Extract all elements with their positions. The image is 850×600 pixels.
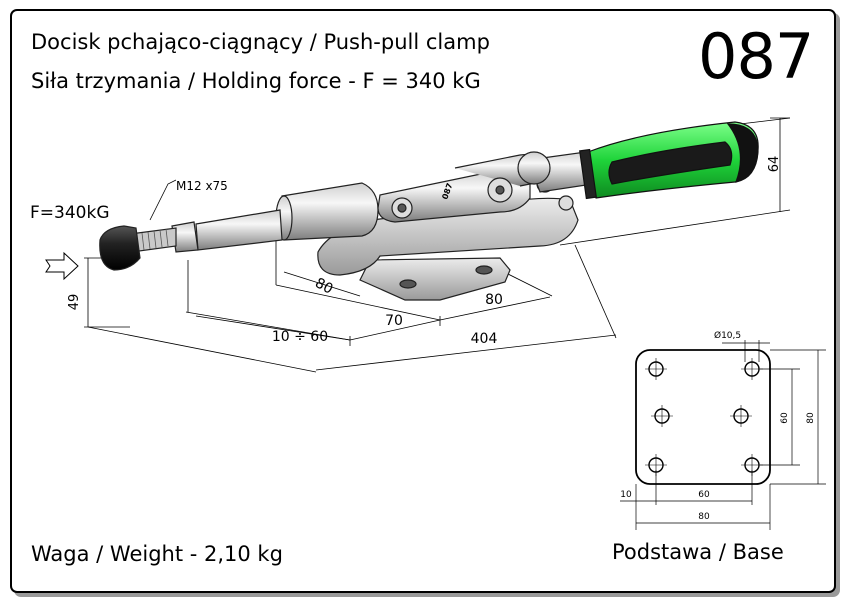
plunger-assembly: [99, 182, 379, 271]
dim-outer-horizontal: 80: [698, 512, 710, 522]
weight-text: Waga / Weight - 2,10 kg: [31, 542, 283, 566]
model-number: 087: [698, 20, 814, 93]
dim-outer-vertical: 80: [806, 412, 816, 424]
base-plate-detail: Ø10,5 60 80 10 60 80: [620, 330, 826, 530]
dim-base-offset: 80: [312, 275, 335, 297]
dim-handle-height: 64: [767, 156, 782, 173]
force-label: F=340kG: [30, 203, 110, 223]
handle-grip: [579, 121, 759, 200]
clamp-dimension-lines: [84, 117, 791, 373]
sheet-frame: [10, 9, 836, 593]
force-arrow-icon: [45, 251, 79, 281]
dim-base-length: 80: [485, 292, 503, 308]
dim-stroke-range: 10 ÷ 60: [272, 329, 328, 345]
dim-stroke-offset: 70: [385, 313, 403, 329]
dim-total-length: 404: [471, 331, 498, 347]
dim-edge: 10: [620, 490, 632, 500]
product-title: Docisk pchająco-ciągnący / Push-pull cla…: [31, 30, 490, 54]
dim-inner-vertical: 60: [780, 412, 790, 424]
holding-force-text: Siła trzymania / Holding force - F = 340…: [31, 69, 481, 93]
dim-plunger-height: 49: [67, 294, 82, 311]
thread-label: M12 x75: [176, 179, 228, 193]
dim-hole-diameter: Ø10,5: [714, 330, 741, 341]
base-caption: Podstawa / Base: [612, 540, 784, 564]
dim-inner-horizontal: 60: [698, 490, 710, 500]
